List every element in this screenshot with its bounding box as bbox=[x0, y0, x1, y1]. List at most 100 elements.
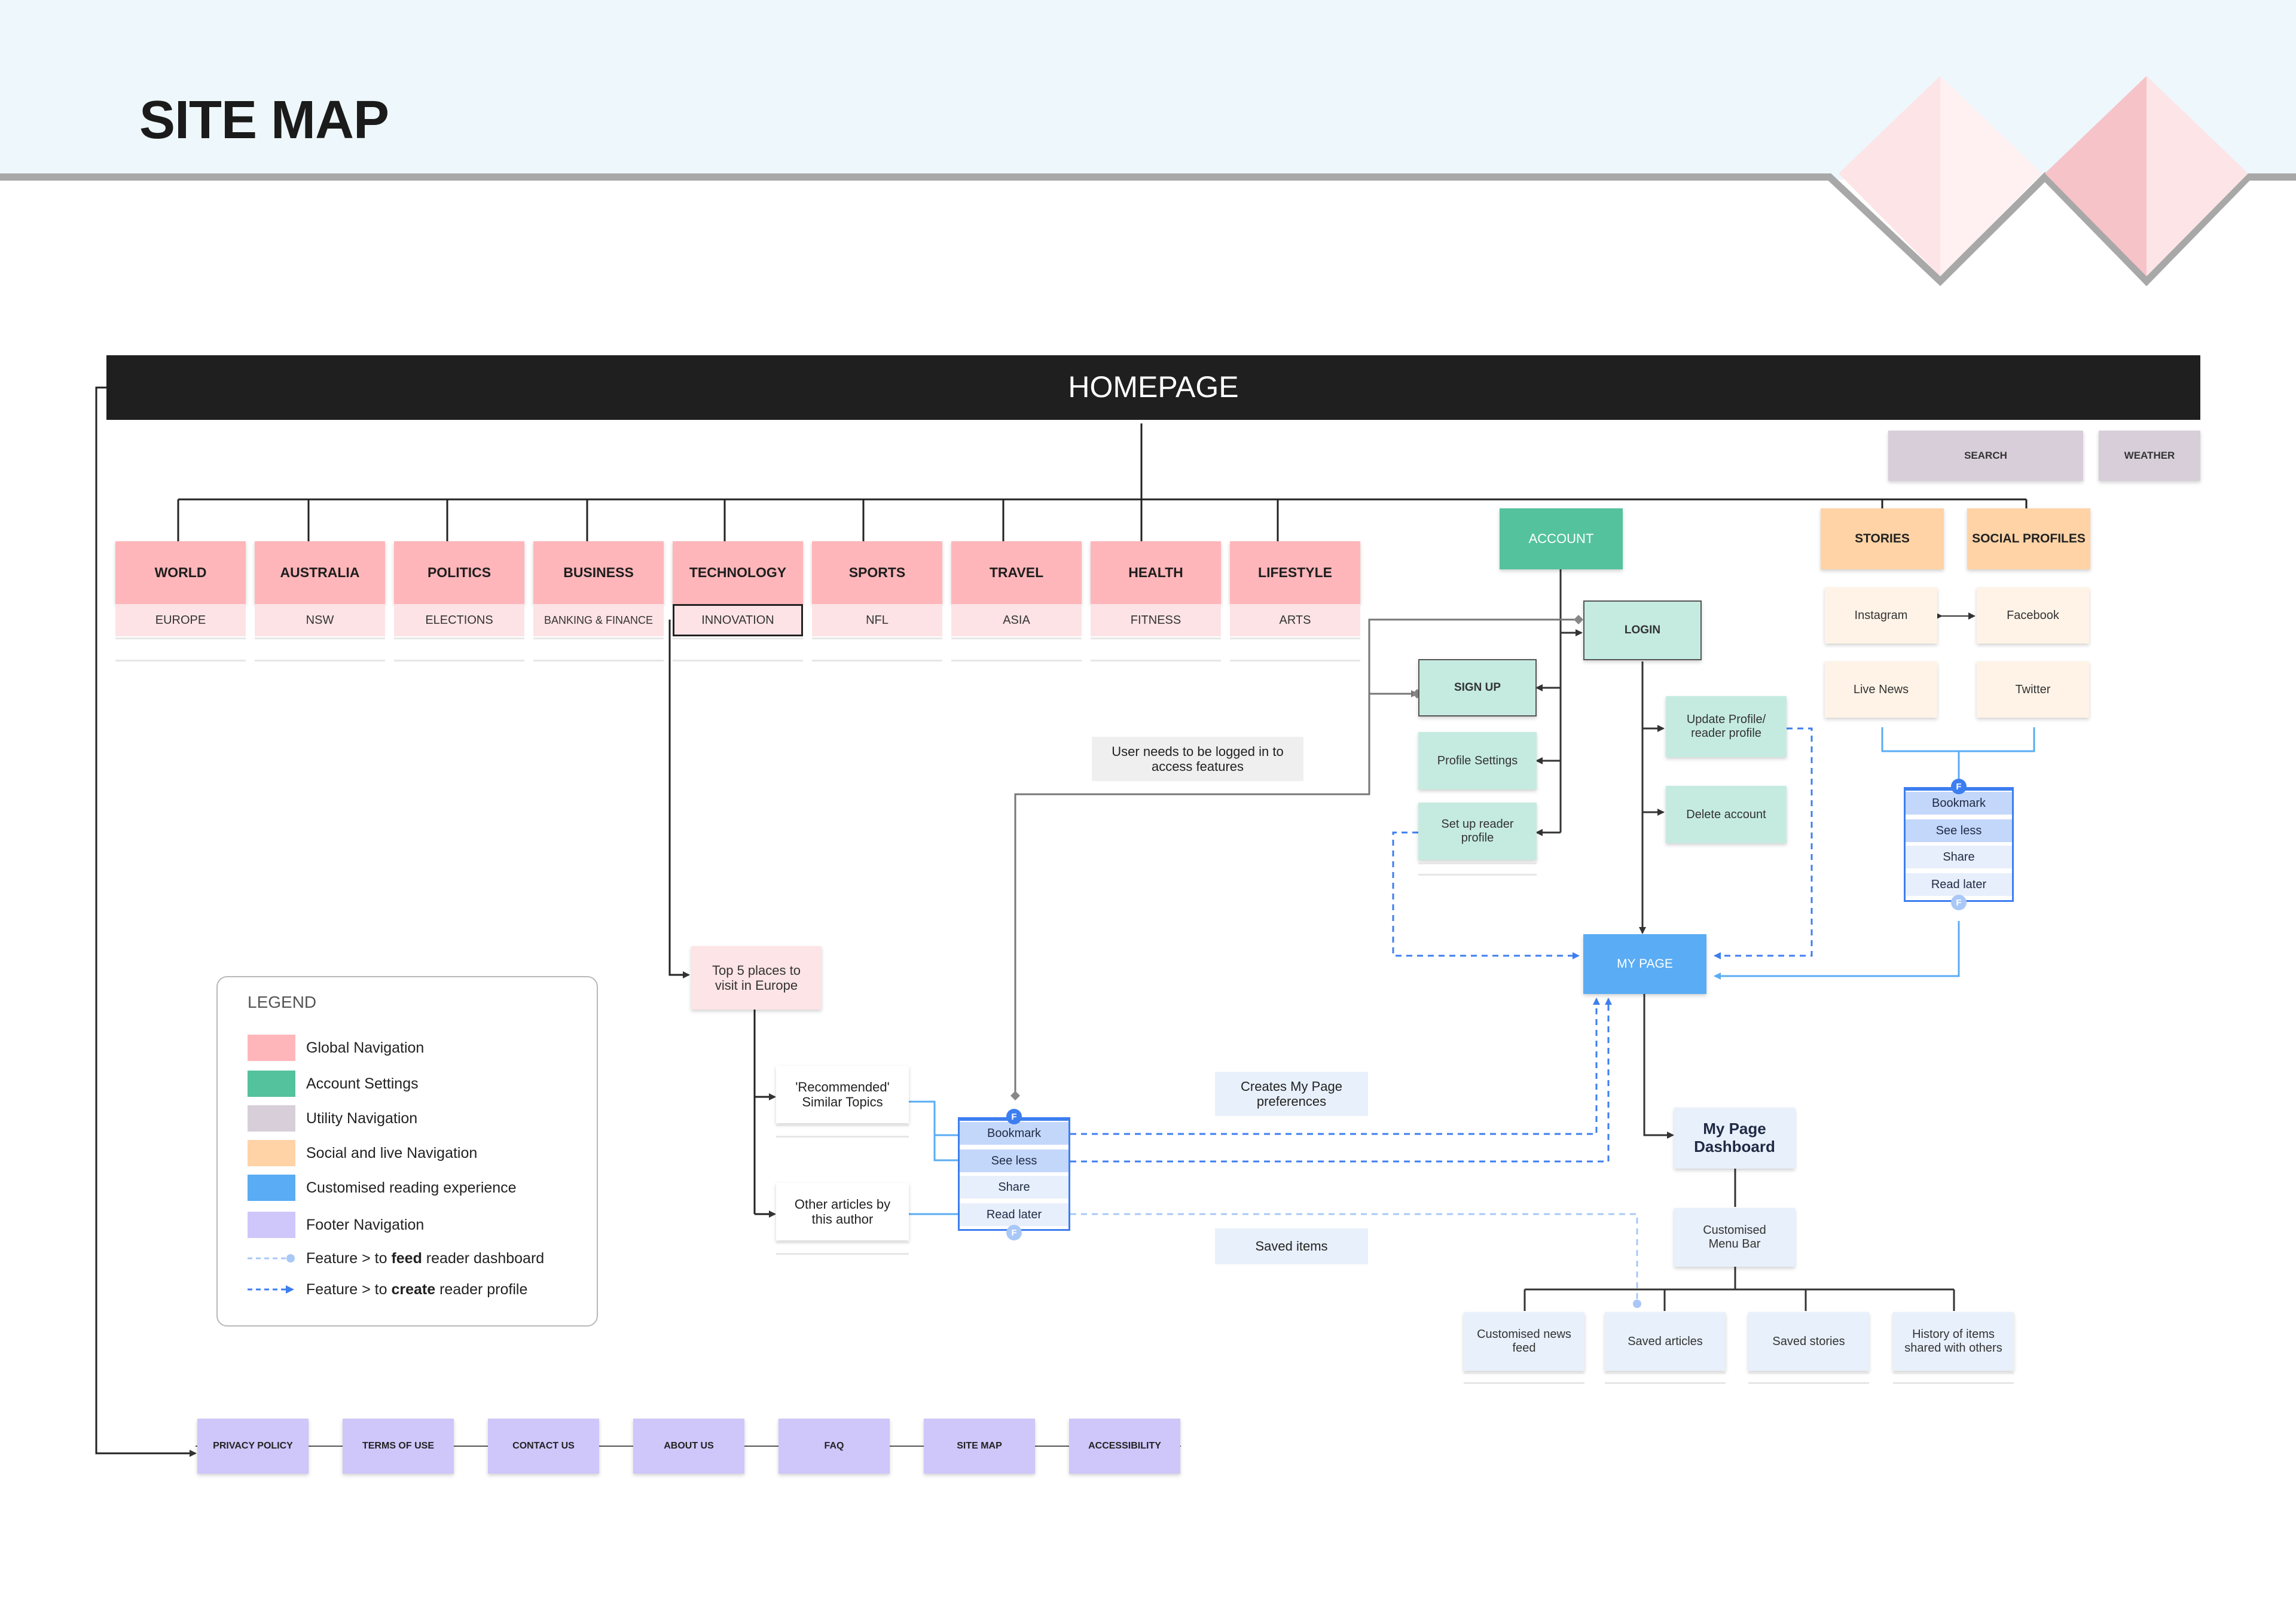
social-see-less-button[interactable]: See less bbox=[1906, 819, 2012, 842]
login-required-note: User needs to be logged in to access fea… bbox=[1092, 737, 1303, 781]
nav-business-sub[interactable]: BANKING & FINANCE bbox=[533, 604, 664, 636]
legend-label: Global Navigation bbox=[306, 1039, 425, 1056]
legend-create-item: Feature > to create reader profile bbox=[248, 1276, 527, 1303]
social-bookmark-button[interactable]: Bookmark bbox=[1906, 792, 2012, 815]
social-share-button[interactable]: Share bbox=[1906, 846, 2012, 868]
header-decoration bbox=[0, 76, 2296, 286]
news-feed-stack bbox=[1464, 1372, 1584, 1384]
legend: LEGEND Global Navigation Account Setting… bbox=[216, 976, 598, 1327]
signup-node[interactable]: SIGN UP bbox=[1418, 659, 1537, 716]
legend-label: Social and live Navigation bbox=[306, 1144, 478, 1161]
login-node[interactable]: LOGIN bbox=[1583, 600, 1702, 660]
nav-health[interactable]: HEALTH bbox=[1091, 541, 1221, 604]
nav-technology-sub[interactable]: INNOVATION bbox=[673, 604, 803, 636]
article-to-features bbox=[909, 1100, 960, 1215]
saved-stories-stack bbox=[1748, 1372, 1869, 1384]
nav-world-sub[interactable]: EUROPE bbox=[115, 604, 246, 636]
other-articles-node[interactable]: Other articles by this author bbox=[776, 1183, 909, 1240]
saved-stories-node[interactable]: Saved stories bbox=[1748, 1312, 1869, 1371]
nav-politics-sub[interactable]: ELECTIONS bbox=[394, 604, 524, 636]
legend-feed-item: Feature > to feed reader dashboard bbox=[248, 1245, 544, 1272]
footer-about-us[interactable]: ABOUT US bbox=[633, 1419, 744, 1474]
weather-node[interactable]: WEATHER bbox=[2099, 431, 2200, 481]
footer-site-map[interactable]: SITE MAP bbox=[924, 1419, 1035, 1474]
nav-health-sub[interactable]: FITNESS bbox=[1091, 604, 1221, 636]
login-tree bbox=[1639, 661, 1665, 934]
my-page-dashboard-node[interactable]: My Page Dashboard bbox=[1674, 1108, 1795, 1169]
diamond-a bbox=[1010, 1091, 1020, 1100]
nav-lifestyle-stack bbox=[1230, 638, 1360, 661]
profile-settings-node[interactable]: Profile Settings bbox=[1418, 732, 1537, 789]
update-profile-node[interactable]: Update Profile/ reader profile bbox=[1666, 696, 1787, 757]
feature-marker-icon: F bbox=[1006, 1225, 1022, 1240]
legend-swatch bbox=[248, 1071, 295, 1097]
article-read-later-button[interactable]: Read later bbox=[960, 1203, 1068, 1226]
social-read-later-button[interactable]: Read later bbox=[1906, 873, 2012, 896]
nav-technology[interactable]: TECHNOLOGY bbox=[673, 541, 803, 604]
legend-swatch bbox=[248, 1105, 295, 1132]
recommended-stack bbox=[776, 1124, 909, 1138]
stories-node[interactable]: STORIES bbox=[1821, 508, 1944, 569]
legend-swatch bbox=[248, 1212, 295, 1238]
footer-accessibility[interactable]: ACCESSIBILITY bbox=[1069, 1419, 1180, 1474]
delete-account-node[interactable]: Delete account bbox=[1666, 786, 1787, 843]
menu-bar-node[interactable]: Customised Menu Bar bbox=[1674, 1208, 1795, 1267]
nav-tree bbox=[177, 423, 2028, 541]
login-requirement-lines bbox=[1014, 618, 1578, 1094]
nav-business-stack bbox=[533, 638, 664, 661]
news-feed-node[interactable]: Customised news feed bbox=[1464, 1312, 1584, 1371]
creates-prefs-note: Creates My Page preferences bbox=[1215, 1072, 1368, 1116]
footer-privacy-policy[interactable]: PRIVACY POLICY bbox=[197, 1419, 309, 1474]
account-node[interactable]: ACCOUNT bbox=[1500, 508, 1623, 569]
live-news-node[interactable]: Live News bbox=[1825, 661, 1937, 718]
article-see-less-button[interactable]: See less bbox=[960, 1150, 1068, 1172]
nav-sports[interactable]: SPORTS bbox=[812, 541, 942, 604]
nav-australia-stack bbox=[255, 638, 385, 661]
feature-marker-icon: F bbox=[1006, 1109, 1022, 1124]
footer-faq[interactable]: FAQ bbox=[778, 1419, 890, 1474]
create-profile-lines bbox=[1070, 727, 1813, 1163]
homepage-node[interactable]: HOMEPAGE bbox=[106, 355, 2200, 420]
page-title: SITE MAP bbox=[139, 90, 389, 150]
nav-politics-stack bbox=[394, 638, 524, 661]
nav-world[interactable]: WORLD bbox=[115, 541, 246, 604]
nav-health-stack bbox=[1091, 638, 1221, 661]
article-share-button[interactable]: Share bbox=[960, 1176, 1068, 1199]
nav-australia-sub[interactable]: NSW bbox=[255, 604, 385, 636]
nav-travel-stack bbox=[951, 638, 1082, 661]
instagram-node[interactable]: Instagram bbox=[1825, 587, 1937, 644]
nav-travel[interactable]: TRAVEL bbox=[951, 541, 1082, 604]
twitter-node[interactable]: Twitter bbox=[1977, 661, 2089, 718]
nav-sports-sub[interactable]: NFL bbox=[812, 604, 942, 636]
legend-item: Footer Navigation bbox=[248, 1212, 424, 1238]
top5-article-node[interactable]: Top 5 places to visit in Europe bbox=[691, 946, 822, 1010]
nav-politics[interactable]: POLITICS bbox=[394, 541, 524, 604]
facebook-node[interactable]: Facebook bbox=[1977, 587, 2089, 644]
diamond-b bbox=[1574, 615, 1583, 624]
article-bookmark-button[interactable]: Bookmark bbox=[960, 1122, 1068, 1145]
nav-travel-sub[interactable]: ASIA bbox=[951, 604, 1082, 636]
mypage-tree bbox=[1523, 994, 1955, 1311]
legend-swatch bbox=[248, 1140, 295, 1166]
recommended-node[interactable]: 'Recommended' Similar Topics bbox=[776, 1066, 909, 1123]
nav-sports-stack bbox=[812, 638, 942, 661]
legend-swatch bbox=[248, 1175, 295, 1201]
social-profiles-node[interactable]: SOCIAL PROFILES bbox=[1967, 508, 2090, 569]
my-page-node[interactable]: MY PAGE bbox=[1583, 934, 1706, 994]
nav-lifestyle[interactable]: LIFESTYLE bbox=[1230, 541, 1360, 604]
nav-australia[interactable]: AUSTRALIA bbox=[255, 541, 385, 604]
saved-articles-node[interactable]: Saved articles bbox=[1605, 1312, 1726, 1371]
nav-business[interactable]: BUSINESS bbox=[533, 541, 664, 604]
legend-item: Customised reading experience bbox=[248, 1175, 517, 1201]
legend-feed-label: Feature > to feed reader dashboard bbox=[306, 1249, 545, 1267]
history-shared-stack bbox=[1893, 1372, 2014, 1384]
nav-lifestyle-sub[interactable]: ARTS bbox=[1230, 604, 1360, 636]
history-shared-node[interactable]: History of items shared with others bbox=[1893, 1312, 2014, 1371]
legend-label: Utility Navigation bbox=[306, 1109, 418, 1127]
feed-line-icon bbox=[248, 1254, 295, 1263]
search-node[interactable]: SEARCH bbox=[1888, 431, 2083, 481]
footer-terms-of-use[interactable]: TERMS OF USE bbox=[343, 1419, 454, 1474]
footer-contact-us[interactable]: CONTACT US bbox=[488, 1419, 599, 1474]
setup-profile-node[interactable]: Set up reader profile bbox=[1418, 803, 1537, 860]
